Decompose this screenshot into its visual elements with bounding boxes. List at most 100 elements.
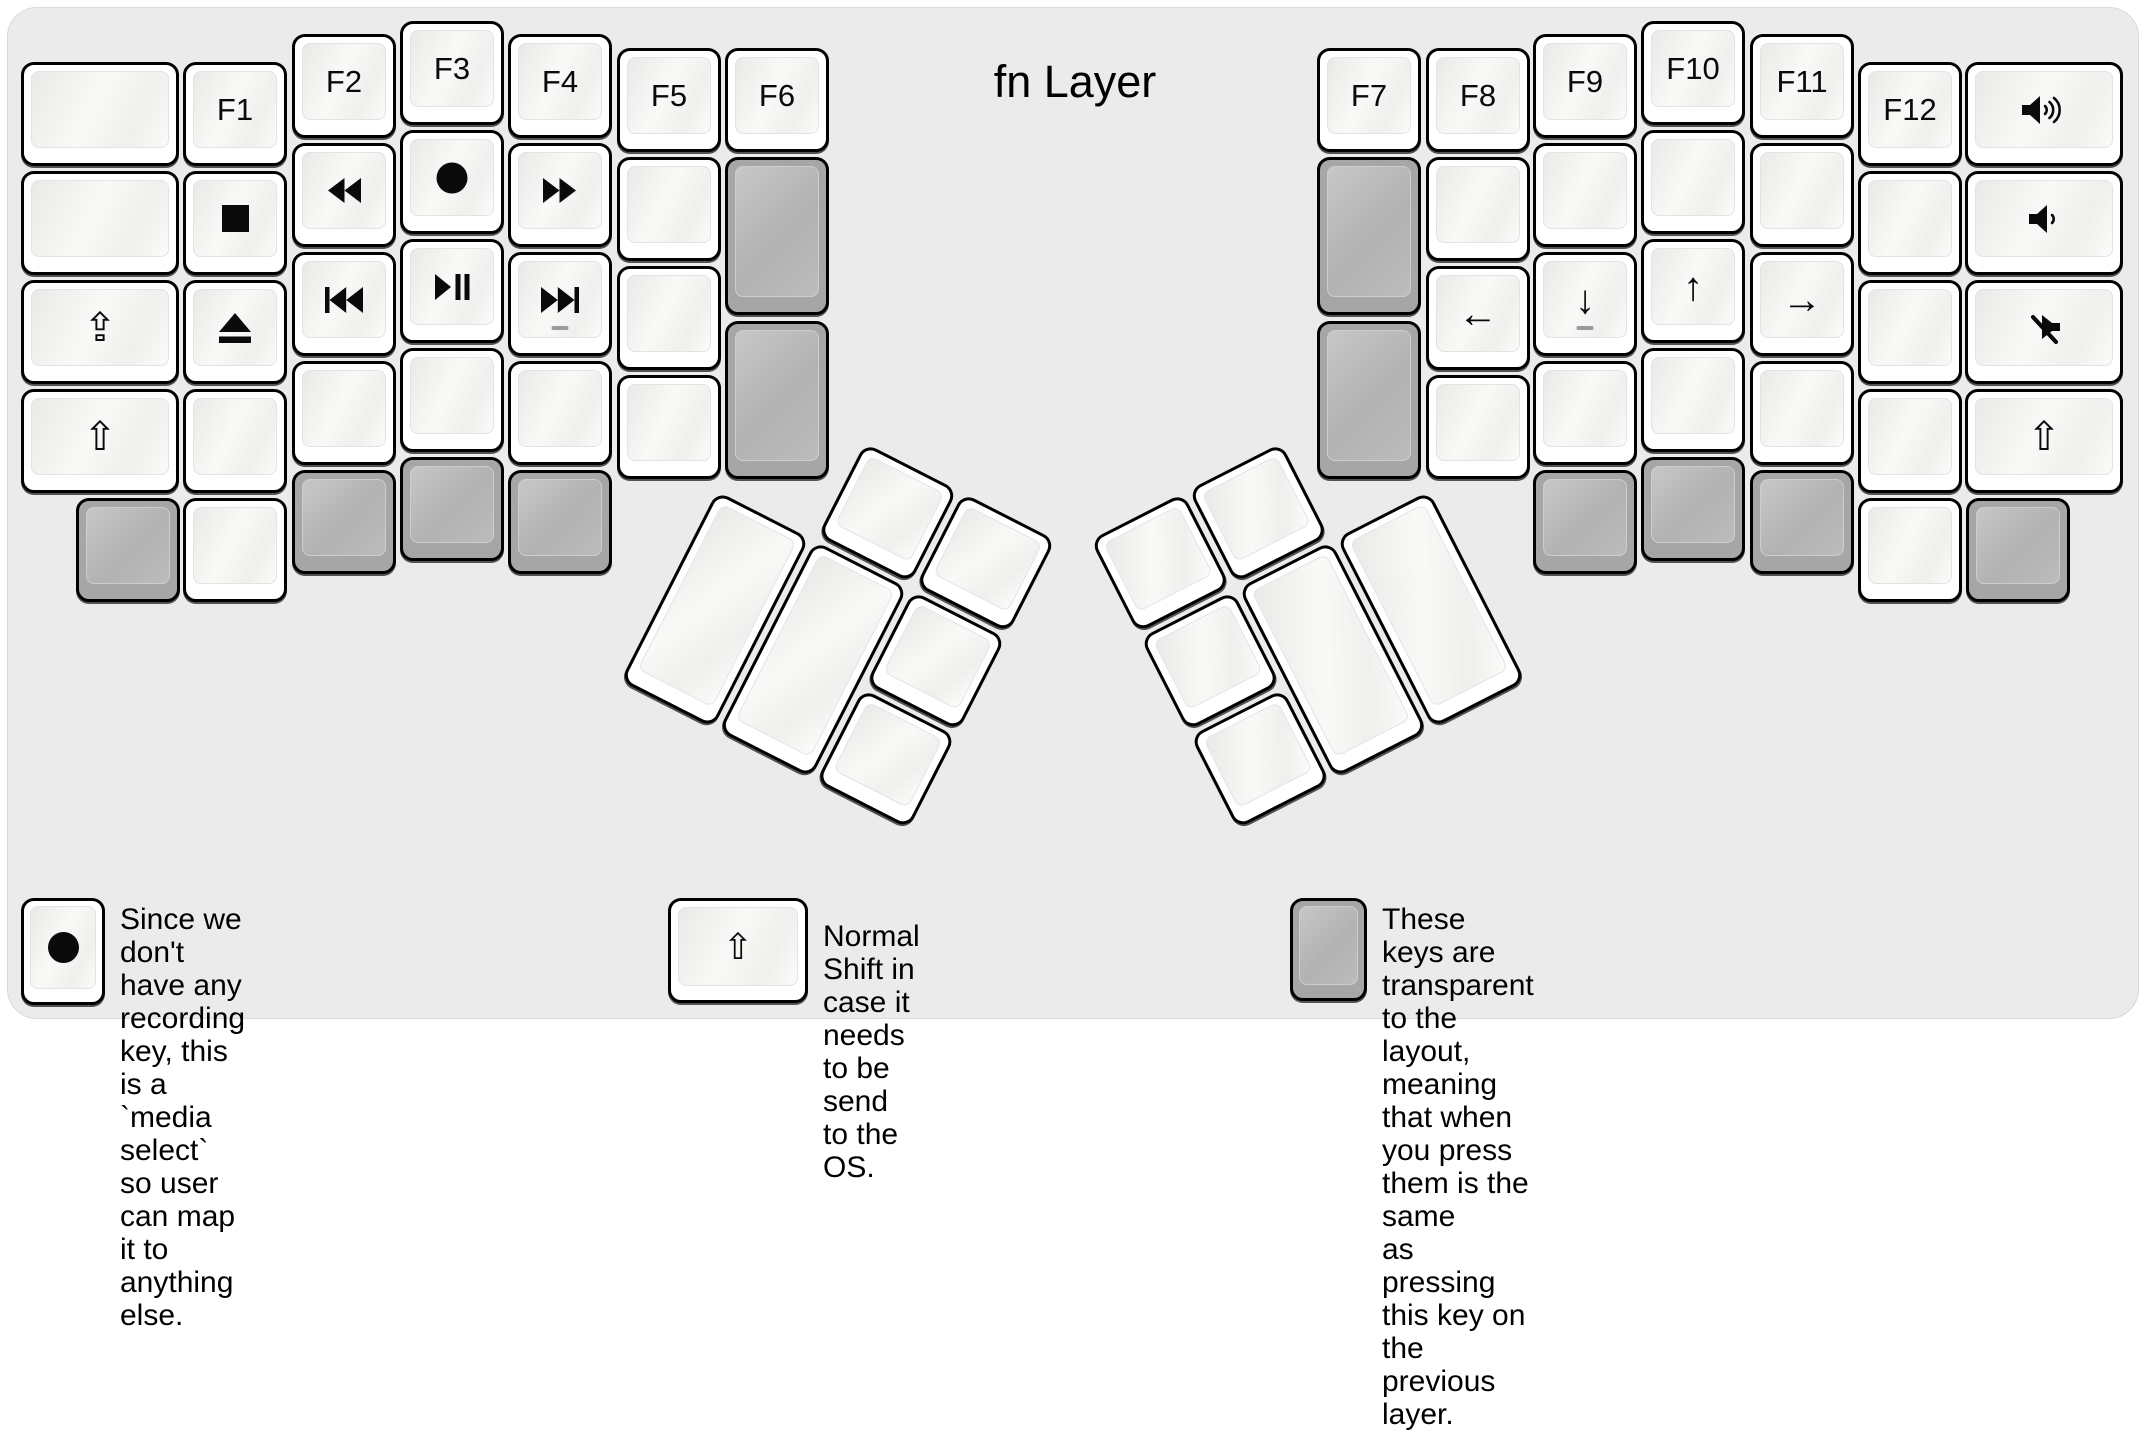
shift-icon: ⇧: [722, 925, 754, 967]
key-blank[interactable]: [1750, 361, 1854, 465]
key-blank[interactable]: [1426, 375, 1530, 479]
key-transparent[interactable]: [292, 470, 396, 574]
record-legend-key[interactable]: [21, 898, 105, 1005]
key-blank[interactable]: [1858, 389, 1962, 493]
key-f12[interactable]: F12: [1858, 62, 1962, 166]
key-blank[interactable]: [400, 348, 504, 452]
key-f7[interactable]: F7: [1317, 48, 1421, 152]
key-blank[interactable]: [617, 157, 721, 261]
key-mute[interactable]: [1965, 280, 2123, 384]
keytop: [31, 71, 169, 148]
key-glyph: ⇧: [2027, 414, 2061, 459]
key-transparent[interactable]: [1533, 470, 1637, 574]
key-down-arrow[interactable]: ↓: [1533, 252, 1637, 356]
keytop: F2: [302, 43, 386, 120]
key-right-arrow[interactable]: →: [1750, 252, 1854, 356]
keytop: [1976, 507, 2060, 584]
key-blank[interactable]: [21, 171, 179, 275]
keytop: F4: [518, 43, 602, 120]
key-glyph: →: [1782, 277, 1822, 322]
key-transparent[interactable]: [1641, 457, 1745, 561]
key-blank[interactable]: [1533, 143, 1637, 247]
keytop: [193, 289, 277, 366]
keytop: [834, 455, 945, 563]
keytop: [410, 139, 494, 216]
key-transparent[interactable]: [1966, 498, 2070, 602]
key-blank[interactable]: [1858, 280, 1962, 384]
key-transparent[interactable]: [1317, 157, 1421, 315]
keytop: [735, 330, 819, 461]
key-blank[interactable]: [292, 361, 396, 465]
key-transparent[interactable]: [1317, 321, 1421, 479]
legend-text-media-select: Since we don't have any recording key, t…: [120, 903, 246, 1332]
key-shift-left[interactable]: ⇧: [21, 389, 179, 493]
key-glyph: ⇪: [83, 305, 117, 350]
keytop: ⇪: [31, 289, 169, 366]
key-blank[interactable]: [1533, 361, 1637, 465]
keytop: ⇧: [678, 907, 798, 986]
key-f8[interactable]: F8: [1426, 48, 1530, 152]
key-blank[interactable]: [617, 266, 721, 370]
key-eject[interactable]: [183, 280, 287, 384]
key-play-pause[interactable]: [400, 239, 504, 343]
key-blank[interactable]: [183, 498, 287, 602]
keytop: [193, 507, 277, 584]
keytop: [882, 603, 993, 711]
key-caps-lock[interactable]: ⇪: [21, 280, 179, 384]
key-rewind[interactable]: [292, 143, 396, 247]
keytop: [518, 261, 602, 338]
key-blank[interactable]: [617, 375, 721, 479]
key-prev-track[interactable]: [292, 252, 396, 356]
key-volume-up[interactable]: [1965, 62, 2123, 166]
key-transparent[interactable]: [1750, 470, 1854, 574]
key-fast-forward[interactable]: [508, 143, 612, 247]
shift-legend-key[interactable]: ⇧: [668, 898, 808, 1003]
key-f1[interactable]: F1: [183, 62, 287, 166]
keytop: [518, 479, 602, 556]
keytop: F1: [193, 71, 277, 148]
page-title: fn Layer: [993, 56, 1157, 107]
key-glyph: ←: [1458, 291, 1498, 336]
key-record-media-select[interactable]: [400, 130, 504, 234]
key-blank[interactable]: [183, 389, 287, 493]
key-left-arrow[interactable]: ←: [1426, 266, 1530, 370]
key-next-track[interactable]: [508, 252, 612, 356]
key-blank[interactable]: [1426, 157, 1530, 261]
key-transparent[interactable]: [725, 157, 829, 315]
keytop: ←: [1436, 275, 1520, 352]
key-blank[interactable]: [1750, 143, 1854, 247]
key-transparent[interactable]: [76, 498, 180, 602]
key-transparent[interactable]: [725, 321, 829, 479]
key-f4[interactable]: F4: [508, 34, 612, 138]
key-blank[interactable]: [1858, 498, 1962, 602]
key-f10[interactable]: F10: [1641, 21, 1745, 125]
keytop: ↓: [1543, 261, 1627, 338]
homing-bar: [1576, 326, 1594, 330]
transparent-legend-key[interactable]: [1290, 898, 1367, 1001]
key-f3[interactable]: F3: [400, 21, 504, 125]
key-volume-down[interactable]: [1965, 171, 2123, 275]
keytop: [1975, 289, 2113, 366]
key-shift-right[interactable]: ⇧: [1965, 389, 2123, 493]
keytop: [627, 275, 711, 352]
key-transparent[interactable]: [400, 457, 504, 561]
key-blank[interactable]: [21, 62, 179, 166]
keytop: [1436, 166, 1520, 243]
key-blank[interactable]: [1641, 130, 1745, 234]
next-icon: [541, 286, 579, 313]
keytop: [1201, 455, 1312, 563]
key-f6[interactable]: F6: [725, 48, 829, 152]
stop-icon: [221, 205, 249, 232]
mute-icon: [2026, 311, 2062, 345]
key-f11[interactable]: F11: [1750, 34, 1854, 138]
key-f9[interactable]: F9: [1533, 34, 1637, 138]
eject-icon: [217, 312, 253, 343]
key-blank[interactable]: [508, 361, 612, 465]
key-blank[interactable]: [1641, 348, 1745, 452]
key-transparent[interactable]: [508, 470, 612, 574]
key-f2[interactable]: F2: [292, 34, 396, 138]
key-f5[interactable]: F5: [617, 48, 721, 152]
key-blank[interactable]: [1858, 171, 1962, 275]
key-stop[interactable]: [183, 171, 287, 275]
key-up-arrow[interactable]: ↑: [1641, 239, 1745, 343]
